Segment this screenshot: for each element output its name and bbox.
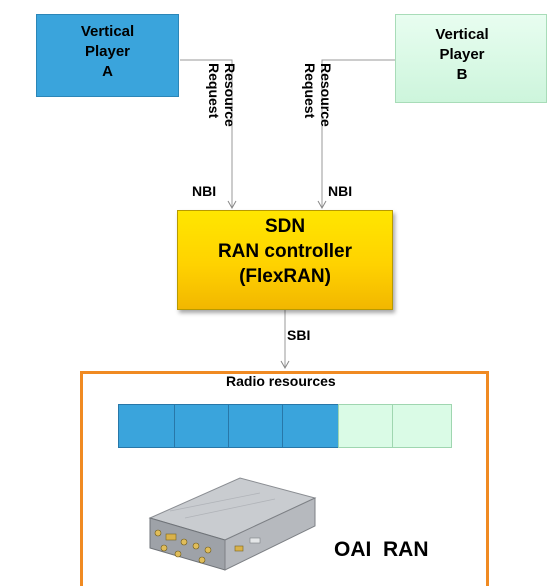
player-b-line3: B	[456, 66, 468, 83]
controller-line1: SDN	[264, 216, 306, 237]
port-icon	[204, 546, 212, 554]
player-a-line3: A	[102, 63, 113, 80]
resource-request-b-label: Resource Request	[302, 63, 334, 127]
nbi-a-connector	[180, 59, 237, 210]
resource-block-strip	[118, 404, 452, 448]
resource-block	[118, 404, 176, 448]
port-icon	[174, 550, 182, 558]
radio-resources-title: Radio resources	[226, 373, 336, 389]
port-icon	[160, 544, 168, 552]
sbi-label: SBI	[287, 327, 311, 343]
resource-block	[282, 404, 340, 448]
controller-line3: (FlexRAN)	[239, 266, 331, 287]
resource-block	[392, 404, 452, 448]
port-icon	[154, 529, 162, 537]
port-icon	[180, 538, 188, 546]
player-a-line1: Vertical	[80, 23, 135, 40]
resource-block	[338, 404, 394, 448]
nbi-b-label: NBI	[328, 183, 353, 199]
sdr-hardware-icon	[148, 477, 317, 571]
player-b-line2: Player	[439, 46, 485, 63]
nbi-a-label: NBI	[192, 183, 217, 199]
resource-block	[174, 404, 230, 448]
port-icon	[198, 556, 206, 564]
oai-ran-label: OAI RAN	[334, 538, 429, 561]
vertical-player-b-box: Vertical Player B	[395, 14, 547, 103]
nbi-b-connector	[317, 59, 395, 210]
player-a-line2: Player	[84, 43, 131, 60]
resource-request-a-label: Resource Request	[206, 63, 238, 127]
port-icon	[192, 542, 200, 550]
controller-line2: RAN controller	[217, 241, 353, 262]
player-b-line1: Vertical	[435, 26, 489, 43]
ran-box	[80, 371, 489, 586]
sdn-ran-controller-box: SDN RAN controller (FlexRAN)	[177, 210, 393, 310]
vertical-player-a-box: Vertical Player A	[36, 14, 179, 97]
resource-block	[228, 404, 284, 448]
